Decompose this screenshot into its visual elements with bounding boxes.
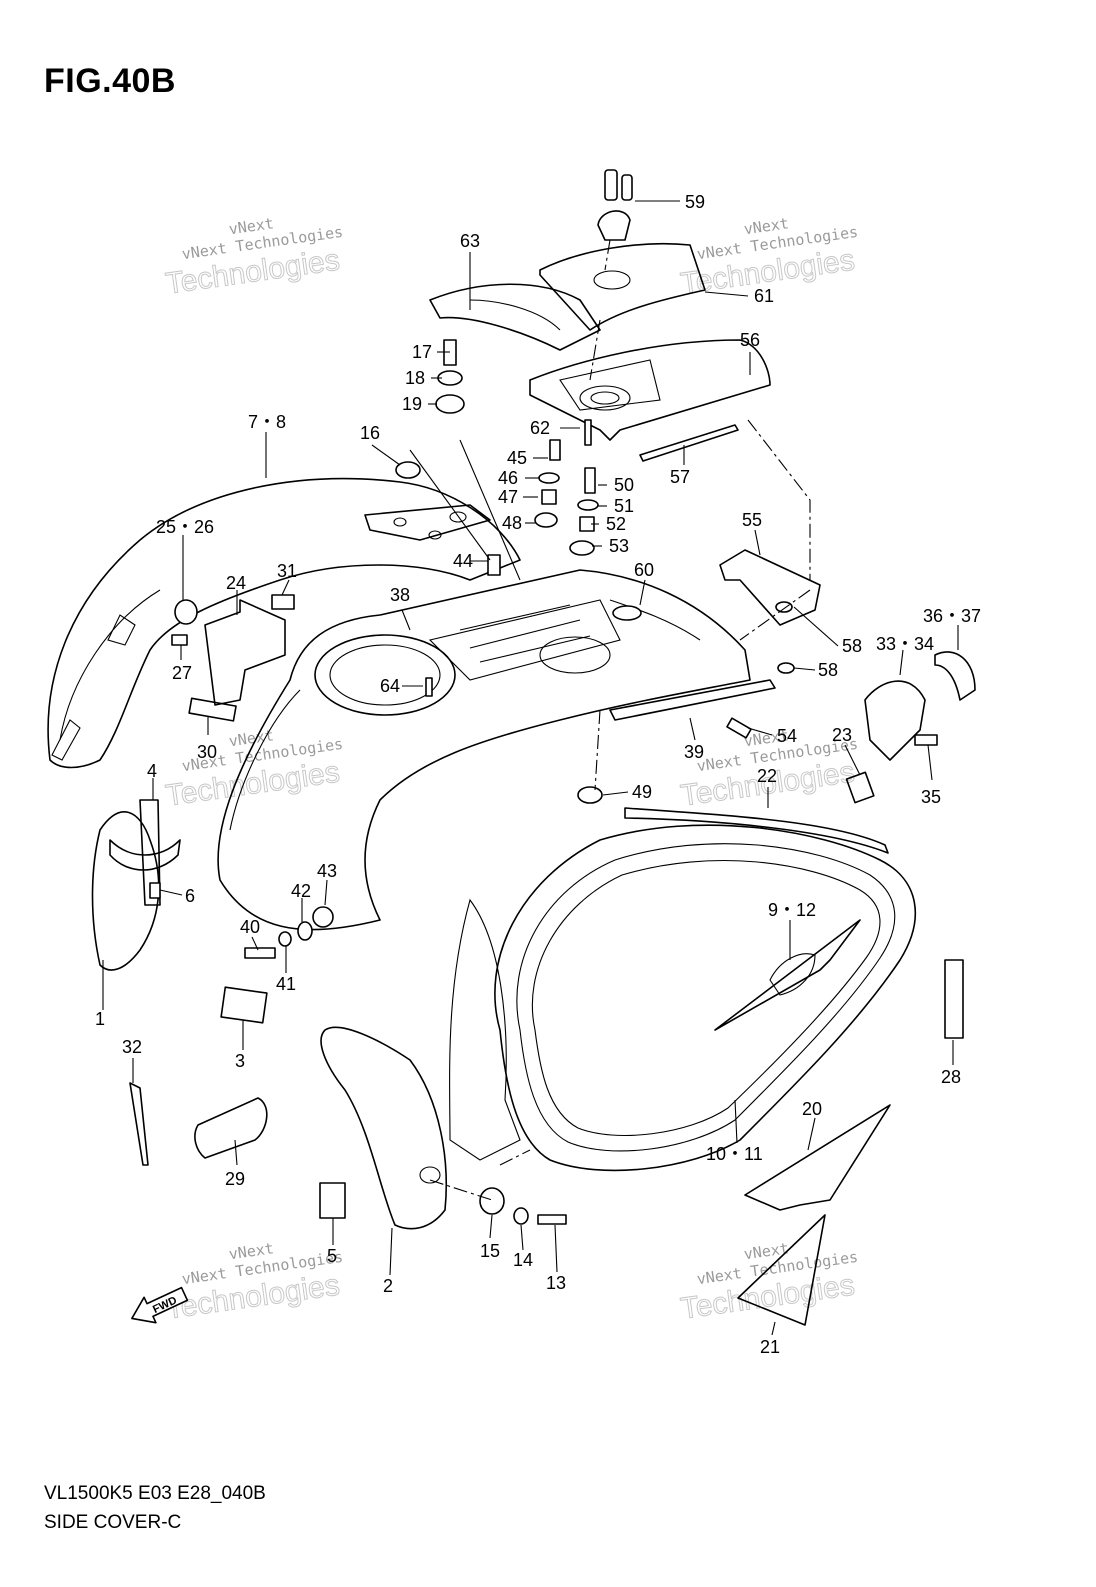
callout-32: 32 [122,1037,142,1057]
callout-25-26: 25・26 [156,517,214,537]
watermark: vNext vNext Technologies Technologies [163,726,344,813]
callout-59: 59 [685,192,705,212]
callout-36-37: 36・37 [923,606,981,626]
callout-61: 61 [754,286,774,306]
callout-3: 3 [235,1051,245,1071]
callout-29: 29 [225,1169,245,1189]
callout-18: 18 [405,368,425,388]
callout-51: 51 [614,496,634,516]
watermark: vNext vNext Technologies Technologies [163,1239,344,1326]
rear-cover [429,283,601,351]
callout-31: 31 [277,561,297,581]
plate-28 [944,959,964,1039]
callout-40: 40 [240,917,260,937]
callout-5: 5 [327,1246,337,1266]
callout-58a: 58 [842,636,862,656]
pad-20 [744,1104,891,1211]
tie-32 [129,1082,149,1166]
callout-62: 62 [530,418,550,438]
trim-rail-22 [624,807,889,854]
callout-22: 22 [757,766,777,786]
callout-30: 30 [197,742,217,762]
callout-64: 64 [380,676,400,696]
callout-55: 55 [742,510,762,530]
callout-23: 23 [832,725,852,745]
pad-23 [845,771,875,804]
callout-14: 14 [513,1250,533,1270]
clip-36-37 [934,651,976,701]
seat-pad [529,339,771,441]
trim-rail-39 [609,679,776,721]
callout-49: 49 [632,782,652,802]
trim-rail-57 [639,424,739,462]
pad-21 [737,1214,826,1326]
callout-63: 63 [460,231,480,251]
callout-24: 24 [226,573,246,593]
pad-54 [726,717,752,739]
watermark: vNext vNext Technologies Technologies [678,1239,859,1326]
callout-7-8: 7・8 [248,412,286,432]
callout-39: 39 [684,742,704,762]
bracket-55 [719,549,821,626]
callout-19: 19 [402,394,422,414]
callout-1: 1 [95,1009,105,1029]
fasteners [149,339,938,1225]
watermark: vNext vNext Technologies Technologies [163,214,344,301]
callout-57: 57 [670,467,690,487]
seat-lock [597,169,633,241]
callout-60: 60 [634,560,654,580]
callout-15: 15 [480,1241,500,1261]
callout-48: 48 [502,513,522,533]
tank-cover [217,569,751,931]
side-cover [494,824,917,1172]
callout-47: 47 [498,487,518,507]
model-code: VL1500K5 E03 E28_040B [44,1483,266,1504]
callout-54: 54 [777,726,797,746]
callout-10-11: 10・11 [706,1144,763,1164]
callout-42: 42 [291,881,311,901]
frame-cover [320,1026,448,1230]
callout-46: 46 [498,468,518,488]
callout-45: 45 [507,448,527,468]
figure-title: FIG.40B [44,62,176,100]
callout-38: 38 [390,585,410,605]
callout-33-34: 33・34 [876,634,934,654]
callout-16: 16 [360,423,380,443]
callout-20: 20 [802,1099,822,1119]
pad-31 [271,594,295,610]
sleeve-29 [194,1097,268,1159]
bracket-24 [204,599,286,706]
callout-labels: 59 63 61 56 17 18 19 62 7・8 16 45 46 47 … [95,192,981,1357]
callout-50: 50 [614,475,634,495]
callout-21: 21 [760,1337,780,1357]
callout-44: 44 [453,551,473,571]
callout-53: 53 [609,536,629,556]
callout-52: 52 [606,514,626,534]
front-side-cover [91,811,160,971]
rear-fender [47,477,521,769]
emblem [714,919,861,1031]
leader-lines [102,200,959,1336]
pad-30 [188,697,237,722]
callout-43: 43 [317,861,337,881]
callout-56: 56 [740,330,760,350]
bracket-33-34 [864,680,926,761]
callout-58b: 58 [818,660,838,680]
callout-13: 13 [546,1273,566,1293]
callout-28: 28 [941,1067,961,1087]
callout-2: 2 [383,1276,393,1296]
pad-5 [319,1182,346,1219]
callout-17: 17 [412,342,432,362]
callout-4: 4 [147,761,157,781]
section-name: SIDE COVER-C [44,1512,182,1533]
callout-41: 41 [276,974,296,994]
callout-9-12: 9・12 [768,900,816,920]
pad-3 [220,986,268,1024]
top-cover [539,242,706,331]
seat-bracket [364,504,491,541]
callout-35: 35 [921,787,941,807]
callout-6: 6 [185,886,195,906]
callout-27: 27 [172,663,192,683]
